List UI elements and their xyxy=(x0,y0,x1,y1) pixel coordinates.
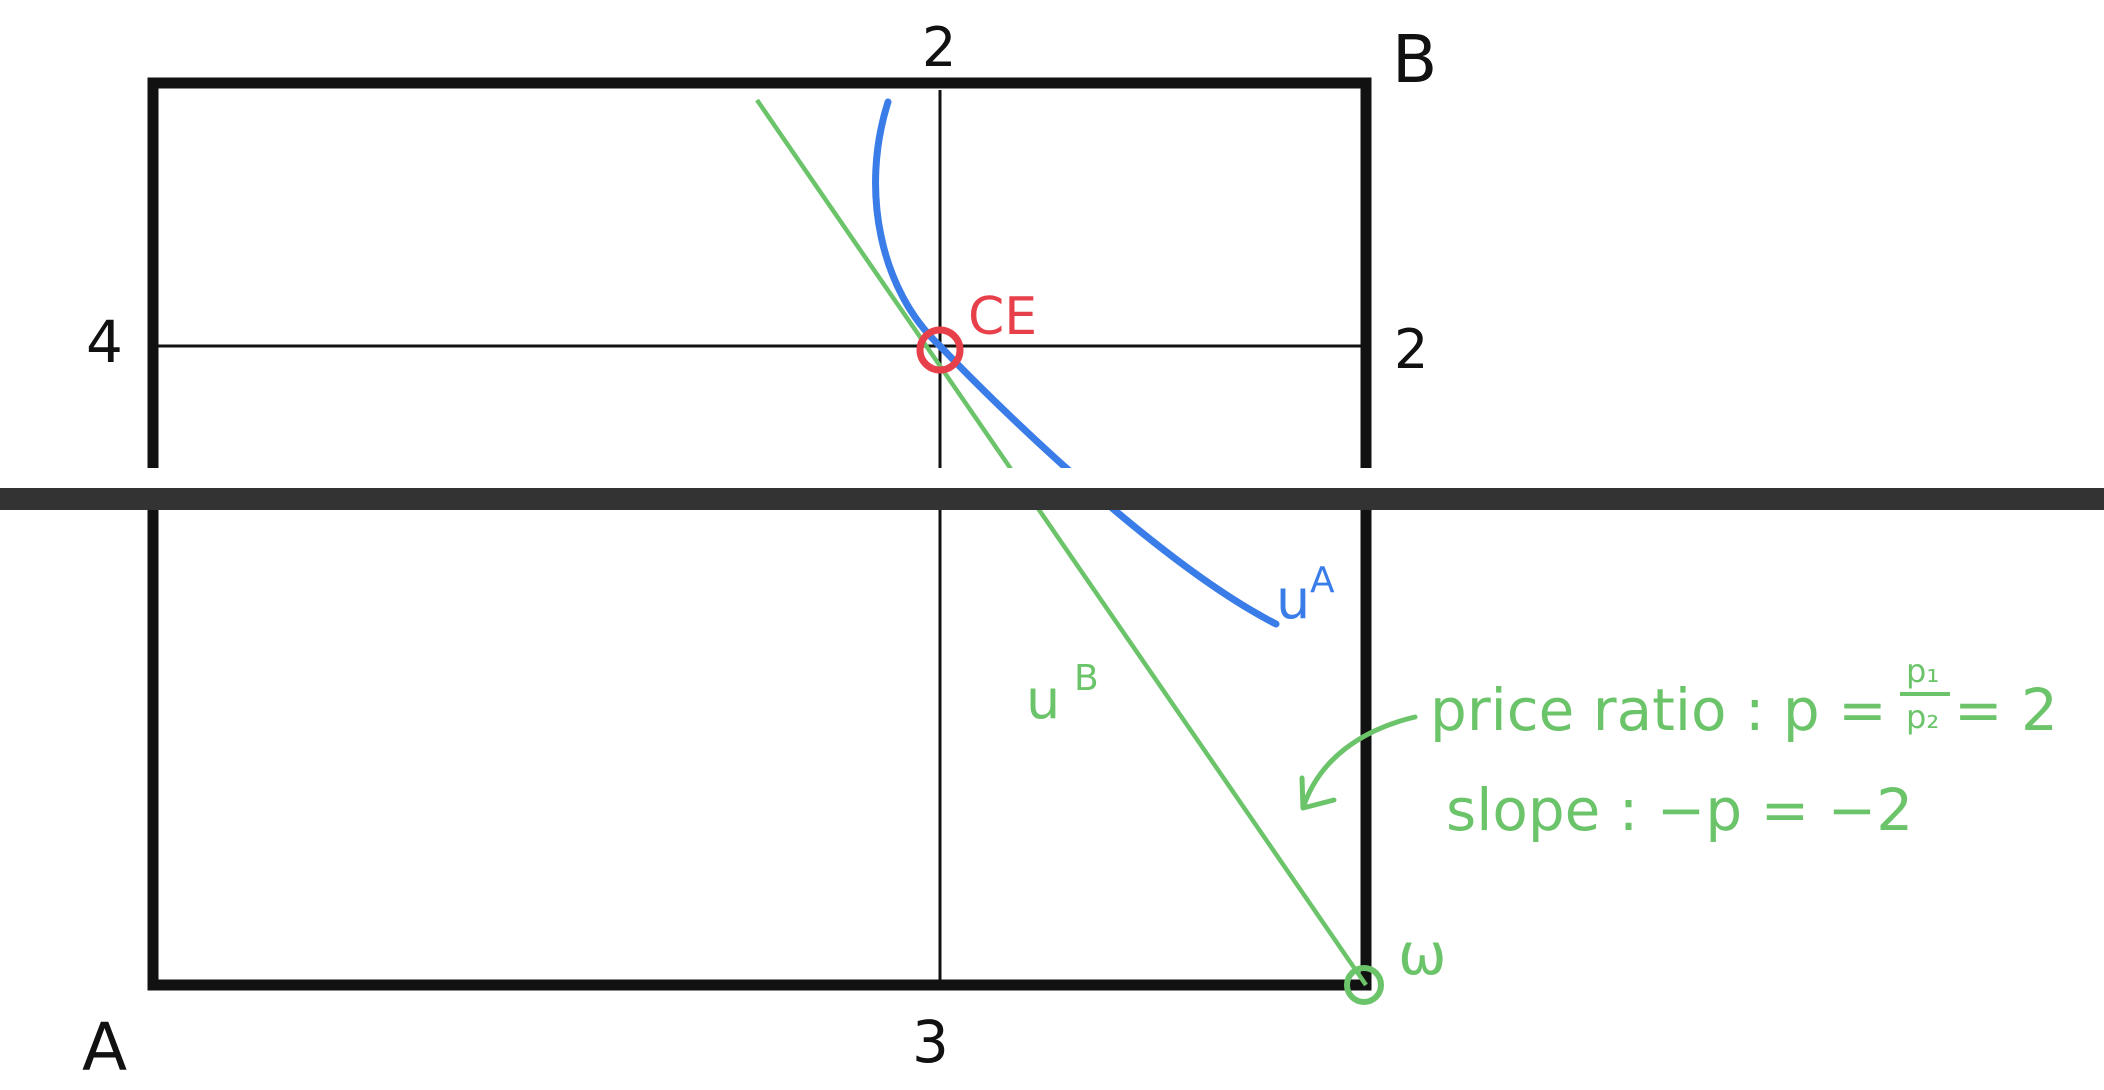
price-ratio-denominator: p₂ xyxy=(1906,698,1939,736)
slope-text: slope : −p = −2 xyxy=(1446,776,1913,844)
competitive-equilibrium-label: CE xyxy=(968,287,1037,347)
b-good1-tick-label: 2 xyxy=(922,16,956,79)
indifference-curve-a xyxy=(872,98,1280,628)
endowment-label: ω xyxy=(1398,920,1447,988)
origin-a-label: A xyxy=(82,1009,127,1086)
annotation-arrowhead xyxy=(1299,775,1337,811)
separator-bar-dark xyxy=(0,488,2104,510)
utility-b-label: u xyxy=(1026,668,1060,731)
origin-b-label: B xyxy=(1392,21,1437,98)
price-ratio-text: price ratio : p = xyxy=(1430,676,1887,744)
utility-a-superscript: A xyxy=(1310,560,1335,601)
utility-b-superscript: B xyxy=(1074,658,1099,699)
endowment-marker xyxy=(1344,965,1384,1005)
utility-a-label: u xyxy=(1276,568,1310,631)
b-good2-tick-label: 2 xyxy=(1394,318,1428,381)
edgeworth-box xyxy=(147,77,1372,991)
budget-line xyxy=(755,98,1368,987)
annotation-arrow xyxy=(1301,714,1418,808)
competitive-equilibrium-marker xyxy=(916,326,964,374)
price-ratio-value: = 2 xyxy=(1954,676,2058,744)
a-good1-tick-label: 3 xyxy=(912,1008,949,1076)
price-ratio-numerator: p₁ xyxy=(1906,652,1939,690)
a-good2-tick-label: 4 xyxy=(86,308,123,376)
